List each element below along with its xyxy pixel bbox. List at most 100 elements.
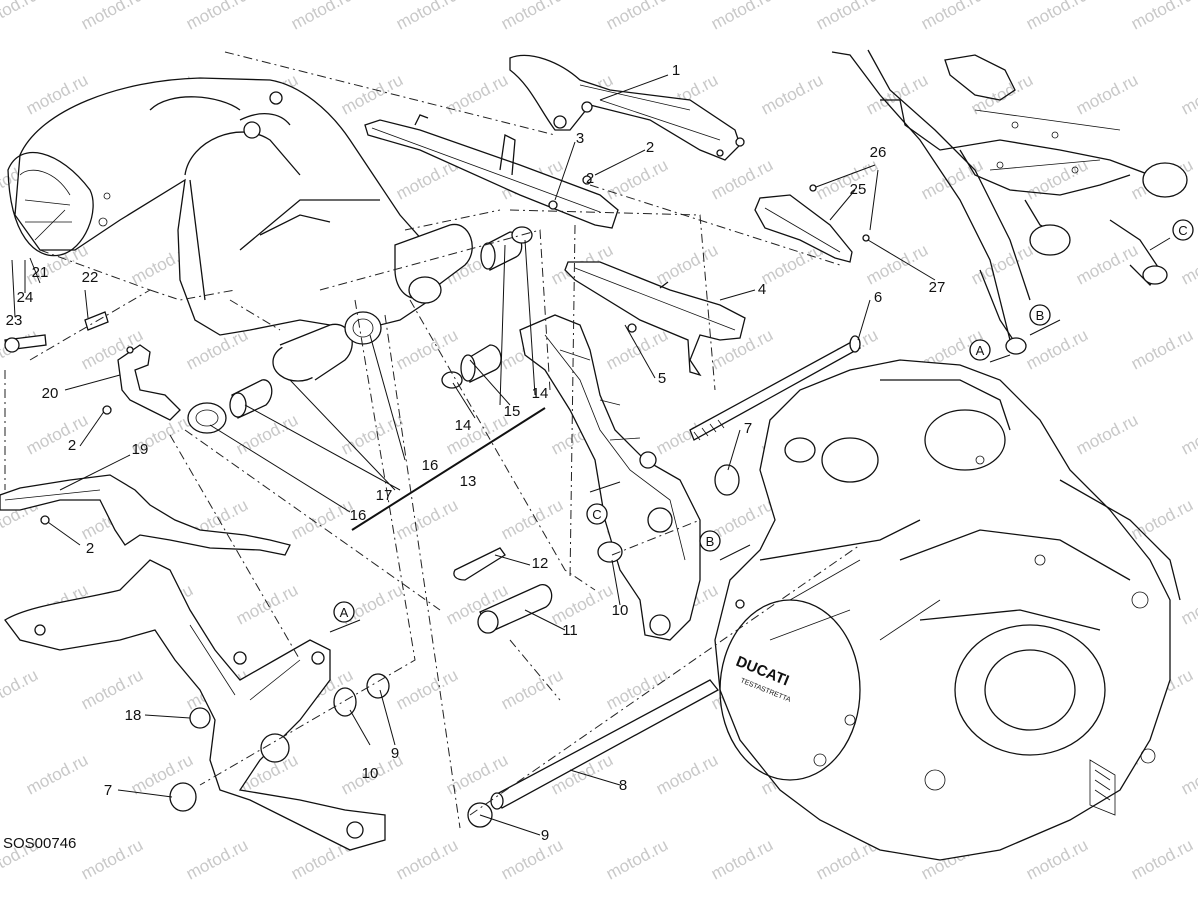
part-number-label: 1 <box>672 62 680 79</box>
watermark-text: motod.ru <box>1128 495 1196 543</box>
group-bracket-13 <box>351 407 546 531</box>
part-number-label: 5 <box>658 370 666 387</box>
part-number-label: 22 <box>82 269 99 286</box>
part-number-label: 2 <box>68 437 76 454</box>
watermark-text: motod.ru <box>1128 0 1196 34</box>
ref-marker-c-top: C <box>1149 219 1194 251</box>
footrest-bracket-left <box>4 559 386 851</box>
watermark-text: motod.ru <box>1128 835 1196 883</box>
watermark-text: motod.ru <box>1023 835 1091 883</box>
watermark-text: motod.ru <box>708 835 776 883</box>
watermark-text: motod.ru <box>758 70 826 118</box>
watermark-text: motod.ru <box>918 0 986 34</box>
part-number-label: 25 <box>850 181 867 198</box>
part-number-label: 7 <box>104 782 112 799</box>
part-number-label: 2 <box>86 540 94 557</box>
engine: DUCATI TESTASTRETTA <box>714 359 1181 861</box>
chain-slider-lower <box>564 261 746 377</box>
watermark-text: motod.ru <box>708 155 776 203</box>
construction-lines <box>4 51 861 829</box>
part-number-label: 19 <box>132 441 149 458</box>
watermark-text: motod.ru <box>1073 410 1141 458</box>
part-number-label: 4 <box>758 281 766 298</box>
part-number-label: 3 <box>576 130 584 147</box>
watermark-text: motod.ru <box>863 240 931 288</box>
watermark-text: motod.ru <box>78 0 146 34</box>
ref-marker-c-mid: C <box>586 481 621 525</box>
watermark-text: motod.ru <box>443 70 511 118</box>
bracket-20 <box>117 344 181 421</box>
part-number-label: 2 <box>586 170 594 187</box>
watermark-text: motod.ru <box>288 495 356 543</box>
part-number-label: 14 <box>532 385 549 402</box>
heel-guard-19 <box>0 474 291 556</box>
watermark-text: motod.ru <box>393 495 461 543</box>
cover-bracket <box>754 184 870 263</box>
reference-markers: C B A C B A <box>329 219 1194 633</box>
watermark-text: motod.ru <box>603 835 671 883</box>
watermark-text: motod.ru <box>918 155 986 203</box>
footrest-bracket-right <box>519 314 701 641</box>
watermark-text: motod.ru <box>498 665 566 713</box>
swingarm <box>7 77 473 382</box>
watermark-text: motod.ru <box>393 665 461 713</box>
part-number-label: 26 <box>870 144 887 161</box>
leader-lines <box>11 74 936 836</box>
svg-text:A: A <box>976 343 985 358</box>
watermark-text: motod.ru <box>548 580 616 628</box>
watermark-text: motod.ru <box>1023 155 1091 203</box>
part-number-label: 6 <box>874 289 882 306</box>
ref-marker-b-top: B <box>1029 304 1061 336</box>
watermark-text: motod.ru <box>498 0 566 34</box>
part-number-label: 21 <box>32 264 49 281</box>
watermark-text: motod.ru <box>338 70 406 118</box>
part-number-label: 17 <box>376 487 393 504</box>
watermark-text: motod.ru <box>393 835 461 883</box>
watermark-text: motod.ru <box>498 835 566 883</box>
watermark-text: motod.ru <box>233 580 301 628</box>
part-number-label: 18 <box>125 707 142 724</box>
part-number-label: 15 <box>504 403 521 420</box>
rear-subframe <box>831 49 1188 355</box>
ref-marker-b-mid: B <box>699 530 751 561</box>
watermark-text: motod.ru <box>813 0 881 34</box>
watermark-text: motod.ru <box>1178 410 1198 458</box>
pivot-spindle <box>689 335 861 441</box>
ref-marker-a-low: A <box>329 601 361 633</box>
part-number-label: 23 <box>6 312 23 329</box>
watermark-text: motod.ru <box>1073 70 1141 118</box>
svg-text:A: A <box>340 605 349 620</box>
part-number-label: 11 <box>562 622 578 639</box>
watermark-text: motod.ru <box>603 325 671 373</box>
watermark-text: motod.ru <box>653 240 721 288</box>
part-number-label: 7 <box>744 420 752 437</box>
watermark-text: motod.ru <box>183 835 251 883</box>
svg-text:C: C <box>1178 223 1187 238</box>
part-numbers: 1232456789101112131415141617161871091922… <box>6 62 946 844</box>
watermark-text: motod.ru <box>603 0 671 34</box>
part-number-label: 12 <box>532 555 549 572</box>
chain-guard <box>509 54 745 161</box>
watermark-text: motod.ru <box>968 70 1036 118</box>
watermark-text: motod.ru <box>603 155 671 203</box>
watermark-text: motod.ru <box>1128 325 1196 373</box>
watermark-text: motod.ru <box>498 495 566 543</box>
watermark-text: motod.ru <box>338 410 406 458</box>
svg-text:B: B <box>1036 308 1045 323</box>
watermark-text: motod.ru <box>393 325 461 373</box>
part-number-label: 9 <box>541 827 549 844</box>
part-number-label: 13 <box>460 473 477 490</box>
watermark-text: motod.ru <box>1178 240 1198 288</box>
part-number-label: 20 <box>42 385 59 402</box>
part-number-label: 10 <box>612 602 629 619</box>
watermark-text: motod.ru <box>1023 325 1091 373</box>
watermark-text: motod.ru <box>1023 0 1091 34</box>
watermark-text: motod.ru <box>78 835 146 883</box>
part-number-label: 16 <box>350 507 367 524</box>
watermark-text: motod.ru <box>813 155 881 203</box>
part-number-label: 10 <box>362 765 379 782</box>
watermark-text: motod.ru <box>1178 750 1198 798</box>
watermark-text: motod.ru <box>288 0 356 34</box>
watermark-text: motod.ru <box>1073 240 1141 288</box>
